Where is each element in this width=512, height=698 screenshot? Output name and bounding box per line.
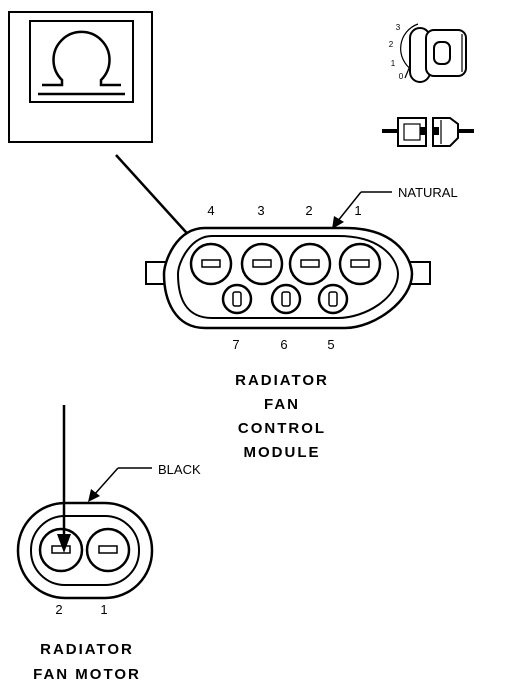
module-cavity-6	[270, 283, 302, 315]
module-pin-label-6: 6	[280, 337, 287, 352]
module-wire-color-label: NATURAL	[398, 185, 458, 200]
module-cavity-1	[338, 242, 382, 286]
key-position-1: 1	[391, 59, 396, 68]
motor-pin-label-1: 1	[100, 602, 107, 617]
module-pin-label-3: 3	[257, 203, 264, 218]
module-title-line-4: MODULE	[244, 444, 321, 461]
key-position-2: 2	[389, 40, 394, 49]
key-position-0: 0	[399, 72, 404, 81]
module-title-line-2: FAN	[264, 396, 300, 413]
ignition-off-icon: 3 2 1 0	[389, 23, 467, 83]
motor-wire-color-label: BLACK	[158, 462, 201, 477]
motor-pin-label-2: 2	[55, 602, 62, 617]
module-pin-label-2: 2	[305, 203, 312, 218]
disconnected-connector-icon	[382, 117, 474, 147]
module-cavity-7	[221, 283, 253, 315]
motor-title-line-2: FAN MOTOR	[33, 666, 141, 683]
motor-cavity-1	[85, 527, 131, 573]
motor-cavity-2	[38, 527, 84, 573]
probe-arrow-motor	[57, 405, 71, 553]
module-pin-label-1: 1	[354, 203, 361, 218]
module-pin-label-7: 7	[232, 337, 239, 352]
ohmmeter-symbol	[8, 11, 153, 143]
fan-motor-connector: BLACK 2 1 RADIATOR FAN MOTOR	[16, 462, 201, 683]
module-title-line-3: CONTROL	[238, 420, 326, 437]
key-position-3: 3	[396, 23, 401, 32]
module-pin-label-5: 5	[327, 337, 334, 352]
omega-icon	[42, 30, 121, 87]
module-cavity-2	[288, 242, 332, 286]
module-cavity-5	[317, 283, 349, 315]
control-module-connector: NATURAL 4 3 2 1	[145, 185, 458, 461]
motor-title-line-1: RADIATOR	[40, 641, 134, 658]
module-title-line-1: RADIATOR	[235, 372, 329, 389]
module-pin-label-4: 4	[207, 203, 214, 218]
module-cavity-4	[189, 242, 233, 286]
module-cavity-3	[240, 242, 284, 286]
